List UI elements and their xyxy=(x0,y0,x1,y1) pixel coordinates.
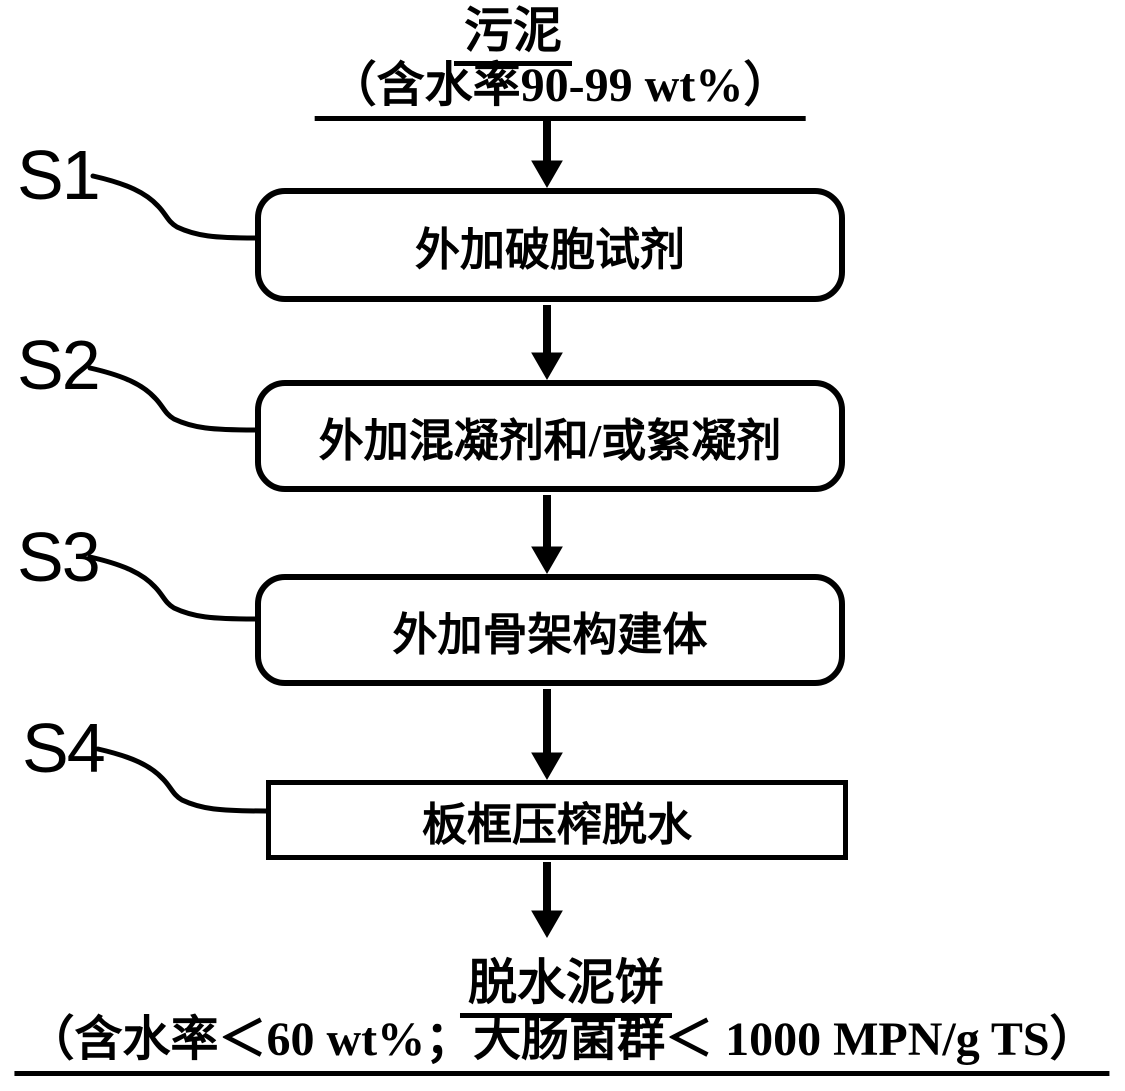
process-box-s2-label: 外加混凝剂和/或絮凝剂 xyxy=(318,415,782,466)
process-box-s4: 板框压榨脱水 xyxy=(266,780,848,860)
output-detail: （含水率＜60 wt%；大肠菌群＜ 1000 MPN/g TS） xyxy=(14,1013,1110,1076)
step-id-s4: S4 xyxy=(22,709,106,787)
leader-line-s2 xyxy=(87,365,258,433)
flow-arrow-5-head xyxy=(531,910,563,939)
step-id-s2: S2 xyxy=(17,326,101,404)
process-box-s3-label: 外加骨架构建体 xyxy=(392,609,708,660)
leader-line-s3 xyxy=(87,554,258,622)
source-detail: （含水率90-99 wt%） xyxy=(314,59,806,121)
flow-arrow-4-head xyxy=(531,752,563,781)
step-id-s1: S1 xyxy=(17,136,101,214)
source-title: 污泥 xyxy=(453,4,573,66)
output-title: 脱水泥饼 xyxy=(459,956,673,1018)
leader-line-s4 xyxy=(95,746,269,814)
process-box-s4-label: 板框压榨脱水 xyxy=(421,799,692,850)
step-id-s3: S3 xyxy=(17,518,101,596)
leader-line-s1 xyxy=(90,173,258,241)
flow-arrow-3-head xyxy=(531,546,563,575)
flow-arrow-2-head xyxy=(531,352,563,381)
flow-arrow-1-head xyxy=(531,160,563,189)
process-box-s1: 外加破胞试剂 xyxy=(255,188,845,302)
process-box-s2: 外加混凝剂和/或絮凝剂 xyxy=(255,380,845,492)
process-box-s1-label: 外加破胞试剂 xyxy=(414,224,685,275)
process-box-s3: 外加骨架构建体 xyxy=(255,574,845,686)
